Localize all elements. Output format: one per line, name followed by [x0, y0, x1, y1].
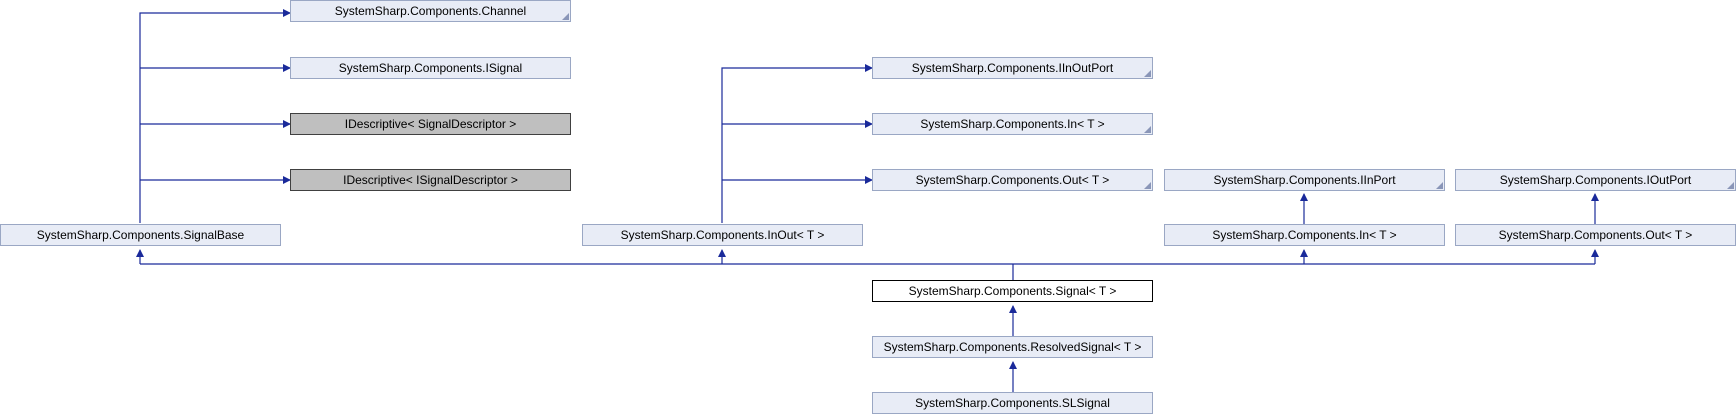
node-resolvedsignal-t[interactable]: SystemSharp.Components.ResolvedSignal< T…: [872, 336, 1153, 358]
node-iinport-label: SystemSharp.Components.IInPort: [1213, 173, 1396, 187]
node-in-t-top[interactable]: SystemSharp.Components.In< T >: [872, 113, 1153, 135]
node-isignal-label: SystemSharp.Components.ISignal: [338, 61, 523, 75]
node-signalbase[interactable]: SystemSharp.Components.SignalBase: [0, 224, 281, 246]
node-channel[interactable]: SystemSharp.Components.Channel: [290, 0, 571, 22]
node-iinport[interactable]: SystemSharp.Components.IInPort: [1164, 169, 1445, 191]
node-out-t-top[interactable]: SystemSharp.Components.Out< T >: [872, 169, 1153, 191]
node-signal-t-label: SystemSharp.Components.Signal< T >: [908, 284, 1117, 298]
node-ioutport-label: SystemSharp.Components.IOutPort: [1499, 173, 1692, 187]
edge-signalbase-channel: [139, 9, 291, 223]
node-in-t-label: SystemSharp.Components.In< T >: [1212, 228, 1397, 242]
node-inout-t-label: SystemSharp.Components.InOut< T >: [620, 228, 825, 242]
node-inout-t[interactable]: SystemSharp.Components.InOut< T >: [582, 224, 863, 246]
node-isignal[interactable]: SystemSharp.Components.ISignal: [290, 57, 571, 79]
node-iinoutport-label: SystemSharp.Components.IInOutPort: [911, 61, 1114, 75]
node-signalbase-label: SystemSharp.Components.SignalBase: [36, 228, 245, 242]
node-idescriptive-isignaldescriptor: IDescriptive< ISignalDescriptor >: [290, 169, 571, 191]
node-signal-t: SystemSharp.Components.Signal< T >: [872, 280, 1153, 302]
node-out-t-top-label: SystemSharp.Components.Out< T >: [915, 173, 1110, 187]
node-channel-label: SystemSharp.Components.Channel: [334, 4, 527, 18]
fold-corner-icon: [562, 13, 569, 20]
node-idescriptive-signaldescriptor-label: IDescriptive< SignalDescriptor >: [344, 117, 517, 131]
node-slsignal[interactable]: SystemSharp.Components.SLSignal: [872, 392, 1153, 414]
fold-corner-icon: [1727, 182, 1734, 189]
node-iinoutport[interactable]: SystemSharp.Components.IInOutPort: [872, 57, 1153, 79]
node-out-t[interactable]: SystemSharp.Components.Out< T >: [1455, 224, 1736, 246]
node-out-t-label: SystemSharp.Components.Out< T >: [1498, 228, 1693, 242]
node-slsignal-label: SystemSharp.Components.SLSignal: [915, 396, 1110, 410]
fold-corner-icon: [1436, 182, 1443, 189]
node-resolvedsignal-t-label: SystemSharp.Components.ResolvedSignal< T…: [883, 340, 1142, 354]
edge-signal-bus: [140, 263, 1595, 280]
node-in-t[interactable]: SystemSharp.Components.In< T >: [1164, 224, 1445, 246]
node-in-t-top-label: SystemSharp.Components.In< T >: [920, 117, 1105, 131]
fold-corner-icon: [1144, 182, 1151, 189]
edge-inout-iinoutport: [721, 64, 873, 223]
fold-corner-icon: [1144, 70, 1151, 77]
node-idescriptive-signaldescriptor: IDescriptive< SignalDescriptor >: [290, 113, 571, 135]
fold-corner-icon: [1144, 126, 1151, 133]
node-ioutport[interactable]: SystemSharp.Components.IOutPort: [1455, 169, 1736, 191]
node-idescriptive-isignaldescriptor-label: IDescriptive< ISignalDescriptor >: [343, 173, 518, 187]
